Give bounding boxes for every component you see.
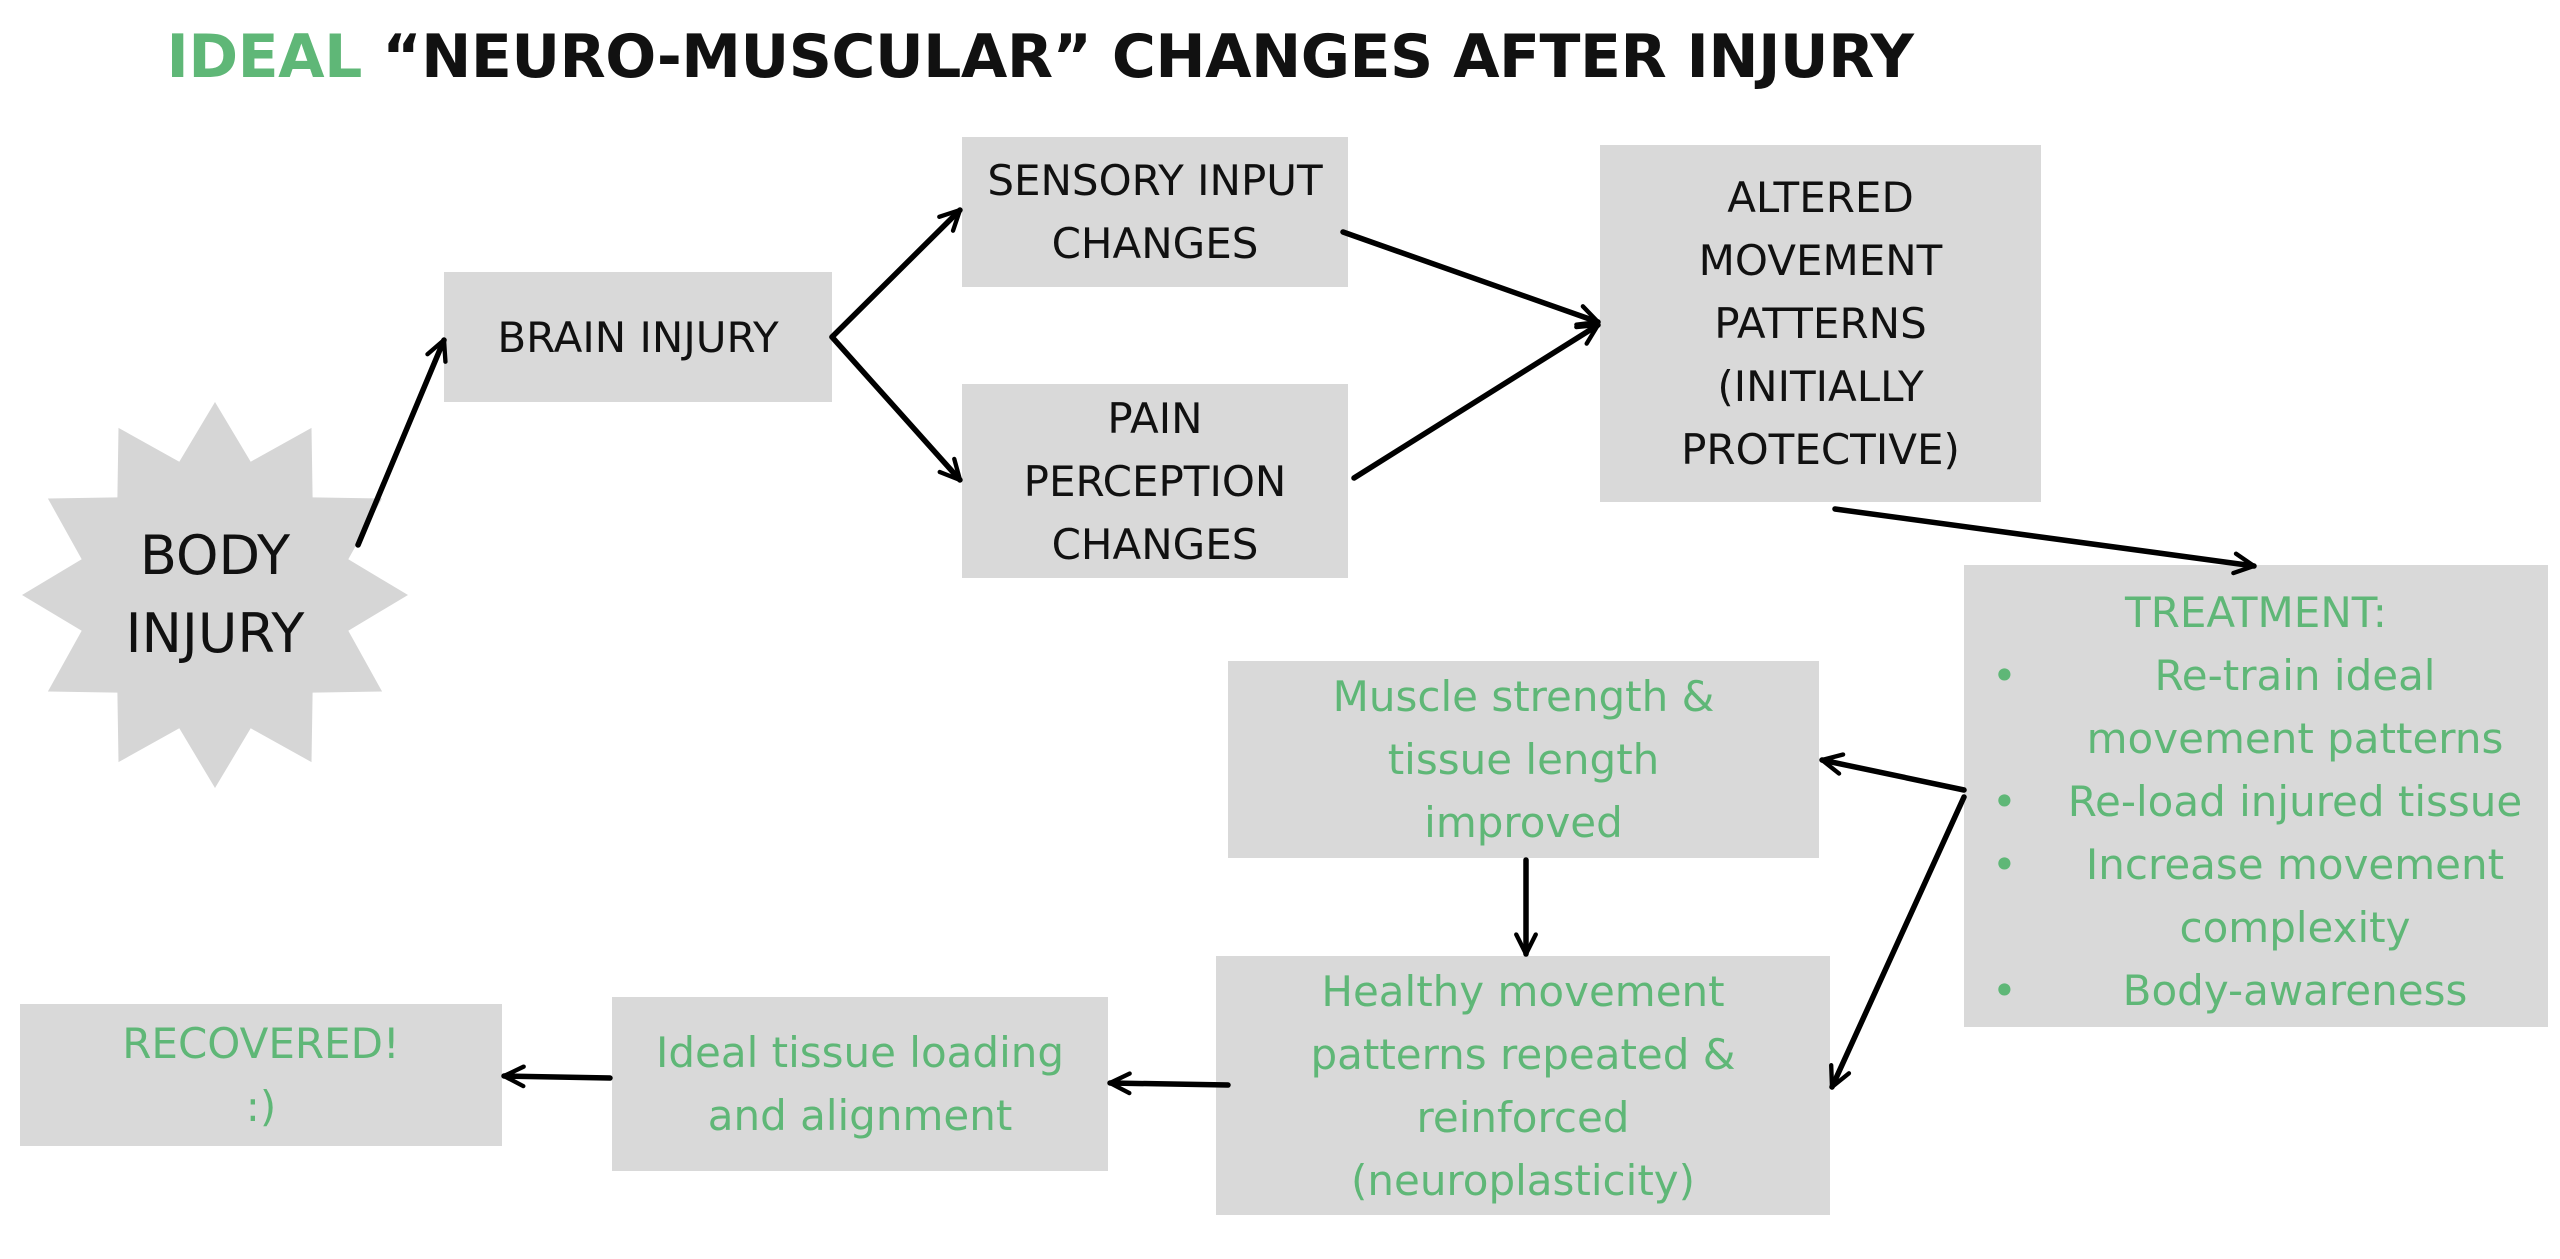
starburst-shape bbox=[22, 402, 408, 788]
body-injury-starburst bbox=[22, 402, 408, 788]
arrow-treatment-to-healthy bbox=[1829, 794, 1967, 1090]
treatment-item-line: movement patterns bbox=[2086, 714, 2504, 763]
treatment-heading: TREATMENT: bbox=[2125, 588, 2387, 637]
treatment-item: Increase movement complexity bbox=[1964, 833, 2548, 959]
altered-movement-line: PATTERNS bbox=[1714, 299, 1927, 348]
node-recovered: RECOVERED! :) bbox=[20, 1004, 502, 1146]
node-pain-perception-changes: PAIN PERCEPTION CHANGES bbox=[962, 384, 1348, 578]
treatment-item: Body-awareness bbox=[1964, 959, 2548, 1022]
treatment-list: Re-train ideal movement patterns Re-load… bbox=[1964, 644, 2548, 1022]
muscle-strength-line: Muscle strength & bbox=[1332, 672, 1715, 721]
body-injury-line: INJURY bbox=[125, 602, 305, 665]
treatment-item: Re-load injured tissue bbox=[1964, 770, 2548, 833]
muscle-strength-line: improved bbox=[1424, 798, 1623, 847]
node-sensory-input-changes: SENSORY INPUT CHANGES bbox=[962, 137, 1348, 287]
node-body-injury: BODY INJURY bbox=[20, 400, 410, 790]
arrow-altered-to-treatment bbox=[1832, 506, 2257, 576]
altered-movement-line: PROTECTIVE) bbox=[1681, 425, 1960, 474]
arrow-sensory-to-altered bbox=[1340, 229, 1601, 327]
pain-perception-line: CHANGES bbox=[1051, 519, 1259, 569]
node-brain-injury: BRAIN INJURY bbox=[444, 272, 832, 402]
node-healthy-movement: Healthy movement patterns repeated & rei… bbox=[1216, 956, 1830, 1215]
pain-perception-line: PAIN bbox=[1107, 393, 1203, 443]
ideal-loading-line: Ideal tissue loading bbox=[655, 1028, 1065, 1077]
healthy-movement-line: reinforced bbox=[1416, 1092, 1630, 1142]
muscle-strength-line: tissue length bbox=[1387, 735, 1660, 784]
node-muscle-strength: Muscle strength & tissue length improved bbox=[1228, 661, 1819, 858]
altered-movement-line: (INITIALLY bbox=[1717, 362, 1924, 411]
recovered-line: :) bbox=[245, 1082, 277, 1131]
healthy-movement-line: patterns repeated & bbox=[1310, 1029, 1736, 1079]
treatment-item-line: Body-awareness bbox=[2122, 966, 2468, 1015]
arrow-treatment-to-muscle bbox=[1819, 752, 1967, 793]
arrow-body-to-brain bbox=[355, 337, 448, 548]
treatment-item-line: complexity bbox=[2179, 903, 2411, 952]
arrow-brain-to-pain bbox=[829, 334, 963, 483]
body-injury-line: BODY bbox=[139, 523, 291, 587]
arrow-loading-to-recovered bbox=[501, 1064, 613, 1089]
brain-injury-line: BRAIN INJURY bbox=[497, 312, 779, 362]
node-ideal-tissue-loading: Ideal tissue loading and alignment bbox=[612, 997, 1108, 1171]
title-rest: “NEURO-MUSCULAR” CHANGES AFTER INJURY bbox=[382, 22, 1914, 92]
treatment-item-line: Re-load injured tissue bbox=[2067, 777, 2523, 826]
altered-movement-line: MOVEMENT bbox=[1698, 236, 1943, 285]
ideal-loading-line: and alignment bbox=[707, 1091, 1013, 1140]
treatment-item-line: Increase movement bbox=[2085, 840, 2505, 889]
diagram-title: IDEAL “NEURO-MUSCULAR” CHANGES AFTER INJ… bbox=[0, 22, 2080, 92]
recovered-line: RECOVERED! bbox=[122, 1019, 400, 1068]
treatment-item-line: Re-train ideal bbox=[2154, 651, 2436, 700]
title-highlight: IDEAL bbox=[166, 22, 363, 92]
arrow-healthy-to-loading bbox=[1107, 1071, 1231, 1096]
sensory-input-line: CHANGES bbox=[1051, 219, 1259, 268]
node-treatment: TREATMENT: Re-train ideal movement patte… bbox=[1964, 565, 2548, 1027]
node-altered-movement-patterns: ALTERED MOVEMENT PATTERNS (INITIALLY PRO… bbox=[1600, 145, 2041, 502]
healthy-movement-line: (neuroplasticity) bbox=[1350, 1155, 1696, 1205]
arrow-brain-to-sensory bbox=[829, 207, 963, 340]
healthy-movement-line: Healthy movement bbox=[1321, 966, 1725, 1016]
treatment-item: Re-train ideal movement patterns bbox=[1964, 644, 2548, 770]
altered-movement-line: ALTERED bbox=[1727, 173, 1914, 222]
pain-perception-line: PERCEPTION bbox=[1023, 456, 1287, 506]
sensory-input-line: SENSORY INPUT bbox=[987, 156, 1323, 205]
arrow-pain-to-altered bbox=[1351, 322, 1601, 481]
